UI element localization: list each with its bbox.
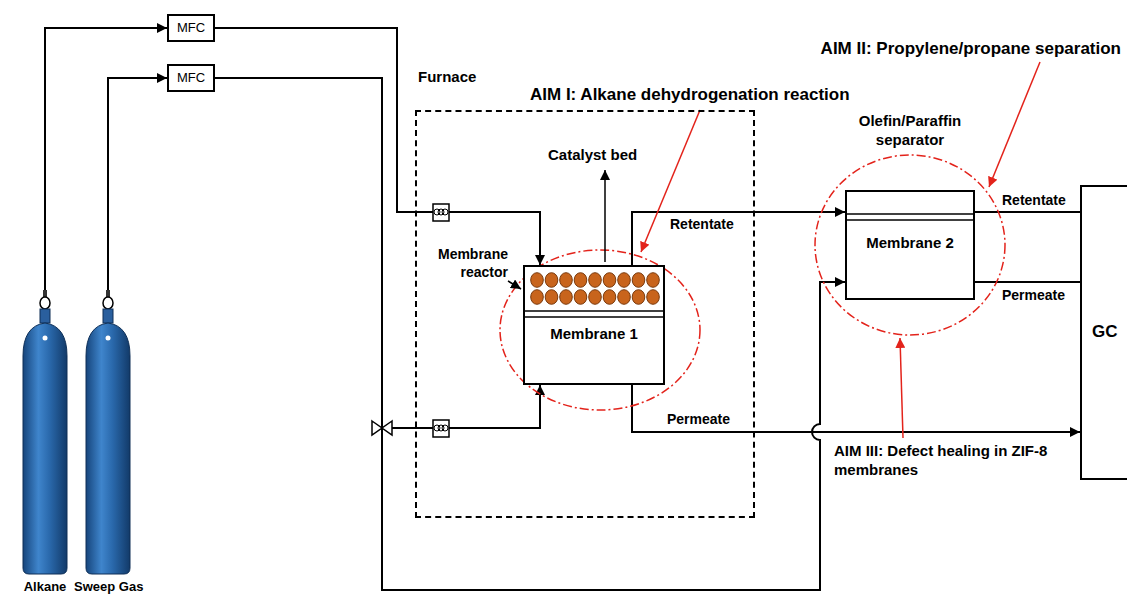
aim-callout: AIM III: Defect healing in ZIF-8 membran…	[834, 442, 1074, 480]
stream-label: Retentate	[1000, 192, 1068, 209]
region-heading: Furnace	[418, 68, 476, 86]
furnace-region: FurnaceMembrane 1	[415, 110, 755, 518]
gas-cylinder-node: Alkane	[14, 290, 76, 598]
part-label: Catalyst bed	[548, 146, 637, 165]
aim-callout: AIM I: Alkane dehydrogenation reaction	[530, 84, 850, 105]
leader-line	[508, 281, 521, 289]
process-box: GC	[1080, 185, 1127, 480]
flow-line	[215, 78, 540, 428]
node-label: Alkane	[14, 579, 76, 595]
flow-line	[108, 78, 167, 290]
part-label: Olefin/Paraffin separator	[835, 112, 985, 150]
flow-line	[215, 28, 540, 265]
highlight-ellipse	[500, 250, 700, 410]
stream-label: Permeate	[1000, 287, 1067, 304]
flow-line	[632, 212, 845, 265]
node-label: Membrane 2	[866, 234, 954, 252]
preheater-coil	[433, 420, 449, 437]
preheater-coil	[433, 204, 449, 221]
flow-line	[975, 281, 1080, 283]
process-box: Membrane 2	[845, 190, 975, 300]
gas-cylinder	[14, 290, 76, 576]
node-label: Membrane 1	[550, 325, 638, 343]
flow-line	[215, 78, 845, 590]
flow-line	[45, 28, 167, 290]
callout-leader	[989, 62, 1040, 187]
process-box: Membrane 1	[523, 265, 665, 385]
stream-label: Retentate	[668, 216, 736, 233]
node-label: MFC	[177, 70, 205, 86]
node-label: MFC	[177, 20, 205, 36]
gas-cylinder	[74, 290, 142, 576]
three-way-valve	[372, 421, 392, 435]
flow-line	[632, 385, 1080, 432]
flow-line	[975, 211, 1080, 213]
process-box: MFC	[167, 64, 215, 92]
leader-line	[604, 170, 606, 262]
part-label: Membrane reactor	[420, 246, 508, 281]
aim-callout: AIM II: Propylene/propane separation	[821, 38, 1121, 59]
node-label: GC	[1092, 322, 1118, 342]
callout-leader	[900, 338, 903, 438]
node-label: Sweep Gas	[74, 579, 142, 595]
highlight-ellipse	[815, 155, 1005, 335]
process-box: MFC	[167, 14, 215, 42]
stream-label: Permeate	[665, 411, 732, 428]
gas-cylinder-node: Sweep Gas	[74, 290, 142, 598]
